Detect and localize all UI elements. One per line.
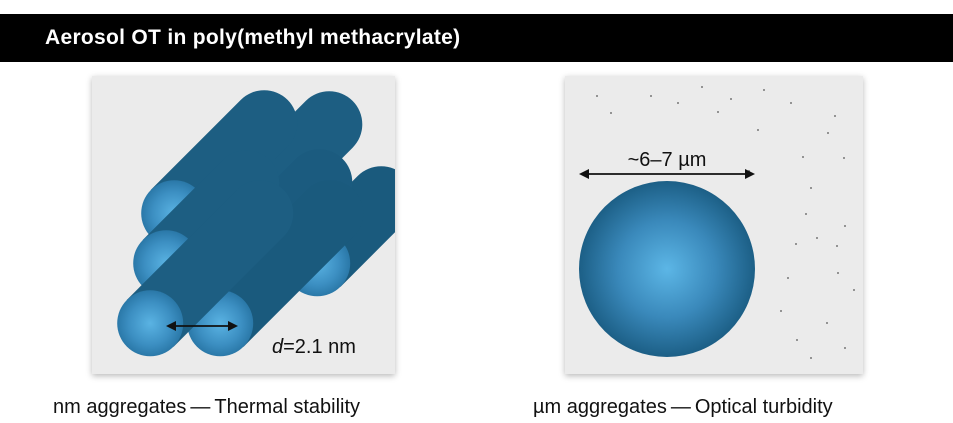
diameter-value: =2.1 nm (283, 336, 356, 358)
scattered-particles (596, 86, 855, 359)
um-aggregates-caption: µm aggregates — Optical turbidity (533, 396, 833, 418)
cylinder-bundle-diagram: d=2.1 nm (117, 90, 395, 358)
diameter-variable: d (272, 336, 284, 358)
nm-aggregates-panel: d=2.1 nm (92, 76, 395, 374)
page-title-bar: Aerosol OT in poly(methyl methacrylate) (0, 14, 953, 62)
sphere-diagram: ~6–7 µm (579, 86, 855, 359)
diameter-label: d=2.1 nm (272, 336, 356, 358)
microsphere (579, 181, 755, 357)
page-title: Aerosol OT in poly(methyl methacrylate) (45, 26, 461, 49)
size-label: ~6–7 µm (628, 149, 707, 171)
nm-aggregates-caption: nm aggregates — Thermal stability (53, 396, 361, 418)
size-arrow (579, 169, 755, 179)
cylinder-rod (117, 180, 294, 357)
diameter-arrow (166, 321, 238, 331)
um-aggregates-panel: ~6–7 µm (565, 76, 863, 374)
